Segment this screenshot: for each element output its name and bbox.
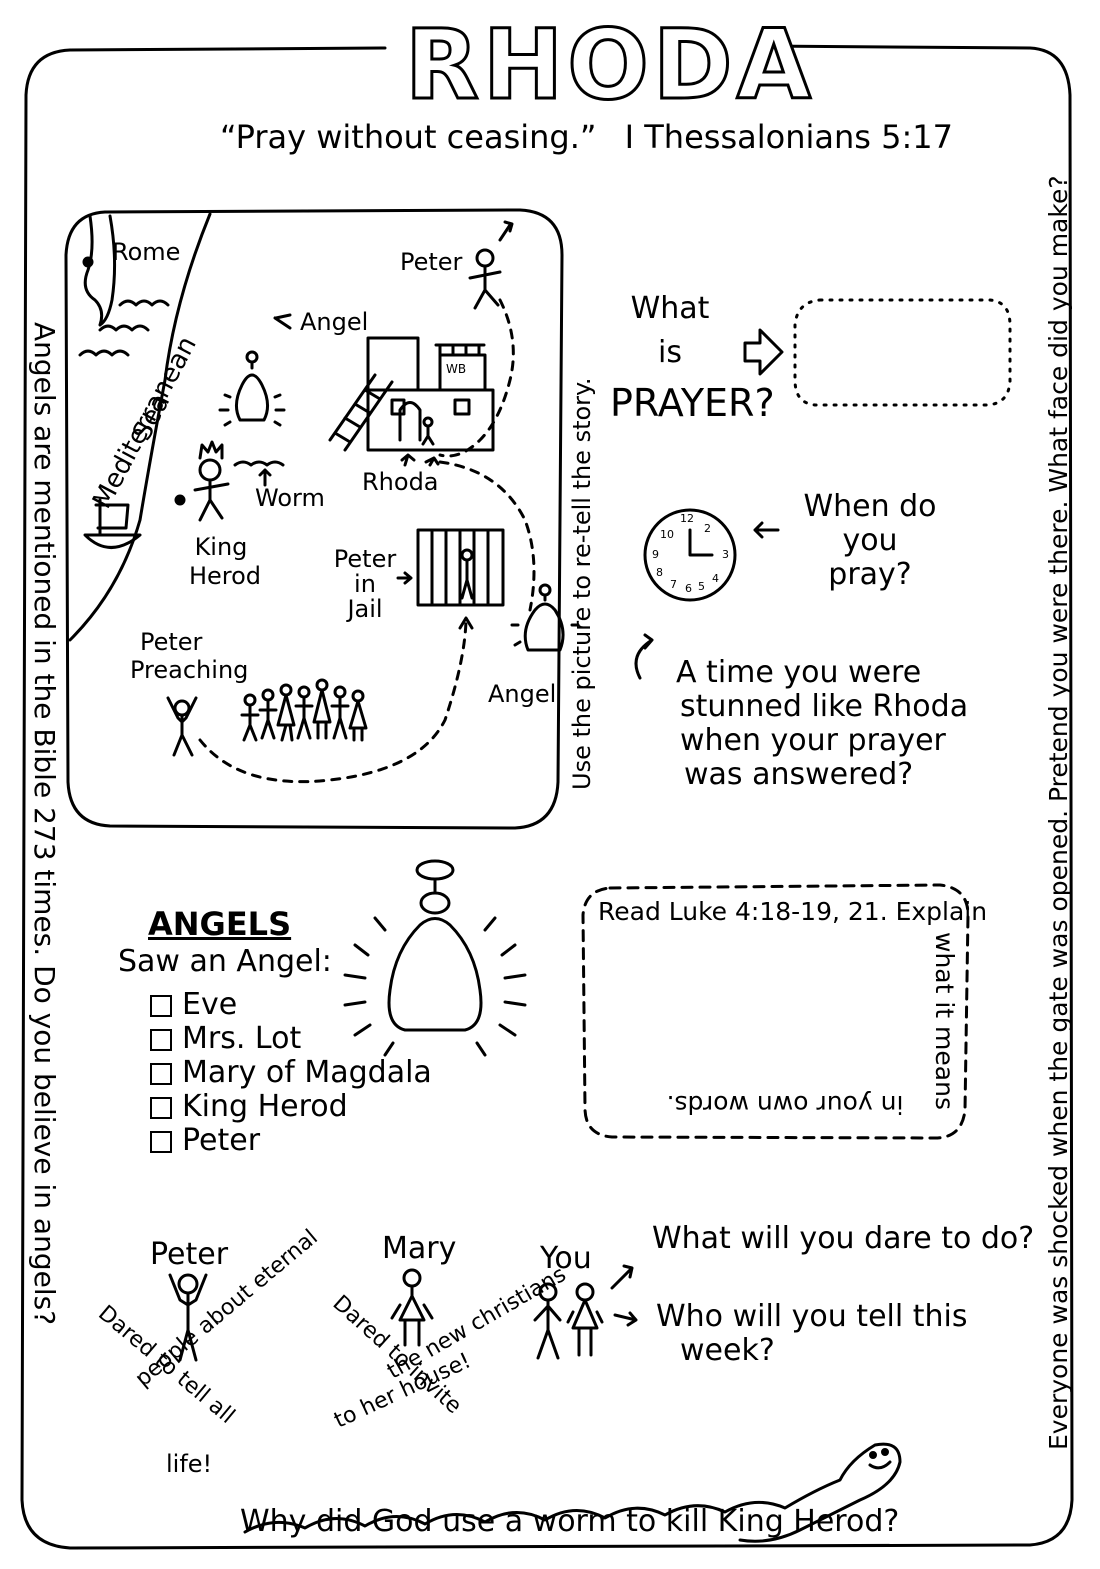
house	[366, 388, 495, 452]
stunned-1: A time you were	[676, 655, 922, 690]
luke-answer-area[interactable]	[598, 925, 953, 1085]
question-tell-2: week?	[680, 1333, 775, 1368]
stunned-3: when your prayer	[680, 723, 946, 758]
sea-waves	[78, 299, 170, 357]
map-label-worm: Worm	[255, 484, 325, 512]
checklist-item[interactable]: Peter	[150, 1124, 432, 1158]
clock-5: 5	[698, 580, 705, 593]
you-name: You	[540, 1241, 592, 1276]
checkbox[interactable]	[150, 1096, 172, 1119]
prayer-line-3: PRAYER?	[610, 381, 775, 425]
crowd	[240, 678, 368, 742]
peter-name: Peter	[150, 1237, 229, 1272]
checkbox[interactable]	[150, 994, 172, 1017]
map-label-preaching-2: Preaching	[130, 656, 249, 684]
coastline	[68, 212, 212, 642]
page-border	[20, 44, 1074, 1550]
checkbox[interactable]	[150, 1062, 172, 1085]
map-label-king-2: Herod	[188, 562, 262, 590]
map-label-king-1: King	[194, 533, 248, 561]
angels-subheading: Saw an Angel:	[118, 944, 332, 979]
map-label-jail-2: in	[354, 570, 376, 598]
when-pray-3: pray?	[828, 557, 912, 592]
prayer-arrow	[743, 328, 784, 376]
right-margin-question: Everyone was shocked when the gate was o…	[1044, 175, 1073, 1450]
left-margin-question: Angels are mentioned in the Bible 273 ti…	[28, 322, 61, 1326]
luke-box-top: Read Luke 4:18-19, 21. Explain	[598, 897, 988, 926]
big-angel-body	[387, 917, 483, 1032]
worm	[243, 1442, 902, 1543]
luke-box	[581, 883, 970, 1140]
clock-2: 2	[704, 522, 711, 535]
clock-12: 12	[680, 512, 694, 525]
peter-caption-3: life!	[166, 1450, 213, 1478]
question-dare: What will you dare to do?	[652, 1221, 1035, 1256]
stunned-2: stunned like Rhoda	[680, 689, 969, 724]
map-label-preaching-1: Peter	[140, 628, 203, 656]
map-border	[64, 208, 564, 830]
verse-quote: “Pray without ceasing.”	[220, 118, 597, 156]
boat	[83, 498, 142, 549]
prayer-line-1: What	[630, 291, 710, 326]
map-label-angel-bottom: Angel	[488, 680, 557, 708]
clock-3: 3	[722, 548, 729, 561]
prayer-bubble	[793, 298, 1012, 407]
mary-name: Mary	[382, 1231, 457, 1266]
worm-question: Why did God use a worm to kill King Hero…	[240, 1504, 900, 1539]
italy-shape	[83, 214, 117, 327]
map-label-angel-top: Angel	[300, 308, 369, 336]
map-label-jail-1: Peter	[333, 545, 397, 573]
clock-9: 9	[652, 548, 659, 561]
clock-4: 4	[712, 572, 719, 585]
when-pray-1: When do	[803, 489, 937, 524]
checklist-item[interactable]: Mrs. Lot	[150, 1022, 432, 1056]
verse-reference: I Thessalonians 5:17	[624, 118, 953, 156]
clock-8: 8	[656, 566, 663, 579]
house-sign: WB	[446, 362, 467, 376]
map-label-rhoda: Rhoda	[362, 468, 439, 496]
checklist-item[interactable]: King Herod	[150, 1090, 432, 1124]
luke-box-bottom: in your own words.	[666, 1090, 904, 1119]
map-label-peter-top: Peter	[400, 248, 463, 276]
question-tell-1: Who will you tell this	[656, 1299, 968, 1334]
when-pray-2: you	[842, 523, 898, 558]
map-label-jail-3: Jail	[347, 595, 383, 623]
retell-instruction: Use the picture to re-tell the story.	[568, 377, 596, 790]
ladder	[328, 373, 394, 452]
verse: “Pray without ceasing.” I Thessalonians …	[220, 118, 953, 156]
checklist-item[interactable]: Mary of Magdala	[150, 1056, 432, 1090]
checkbox[interactable]	[150, 1130, 172, 1153]
stunned-4: was answered?	[684, 757, 914, 792]
prayer-line-2: is	[658, 335, 682, 370]
clock-6: 6	[685, 582, 692, 595]
map-label-rome: Rome	[112, 238, 181, 266]
checklist-item[interactable]: Eve	[150, 988, 432, 1022]
angels-checklist: Eve Mrs. Lot Mary of Magdala King Herod …	[150, 988, 432, 1158]
clock-10: 10	[660, 528, 674, 541]
angels-heading: ANGELS	[148, 905, 292, 943]
clock-7: 7	[670, 578, 677, 591]
clock	[643, 508, 737, 602]
checkbox[interactable]	[150, 1028, 172, 1051]
page-title: RHODA	[404, 9, 815, 122]
